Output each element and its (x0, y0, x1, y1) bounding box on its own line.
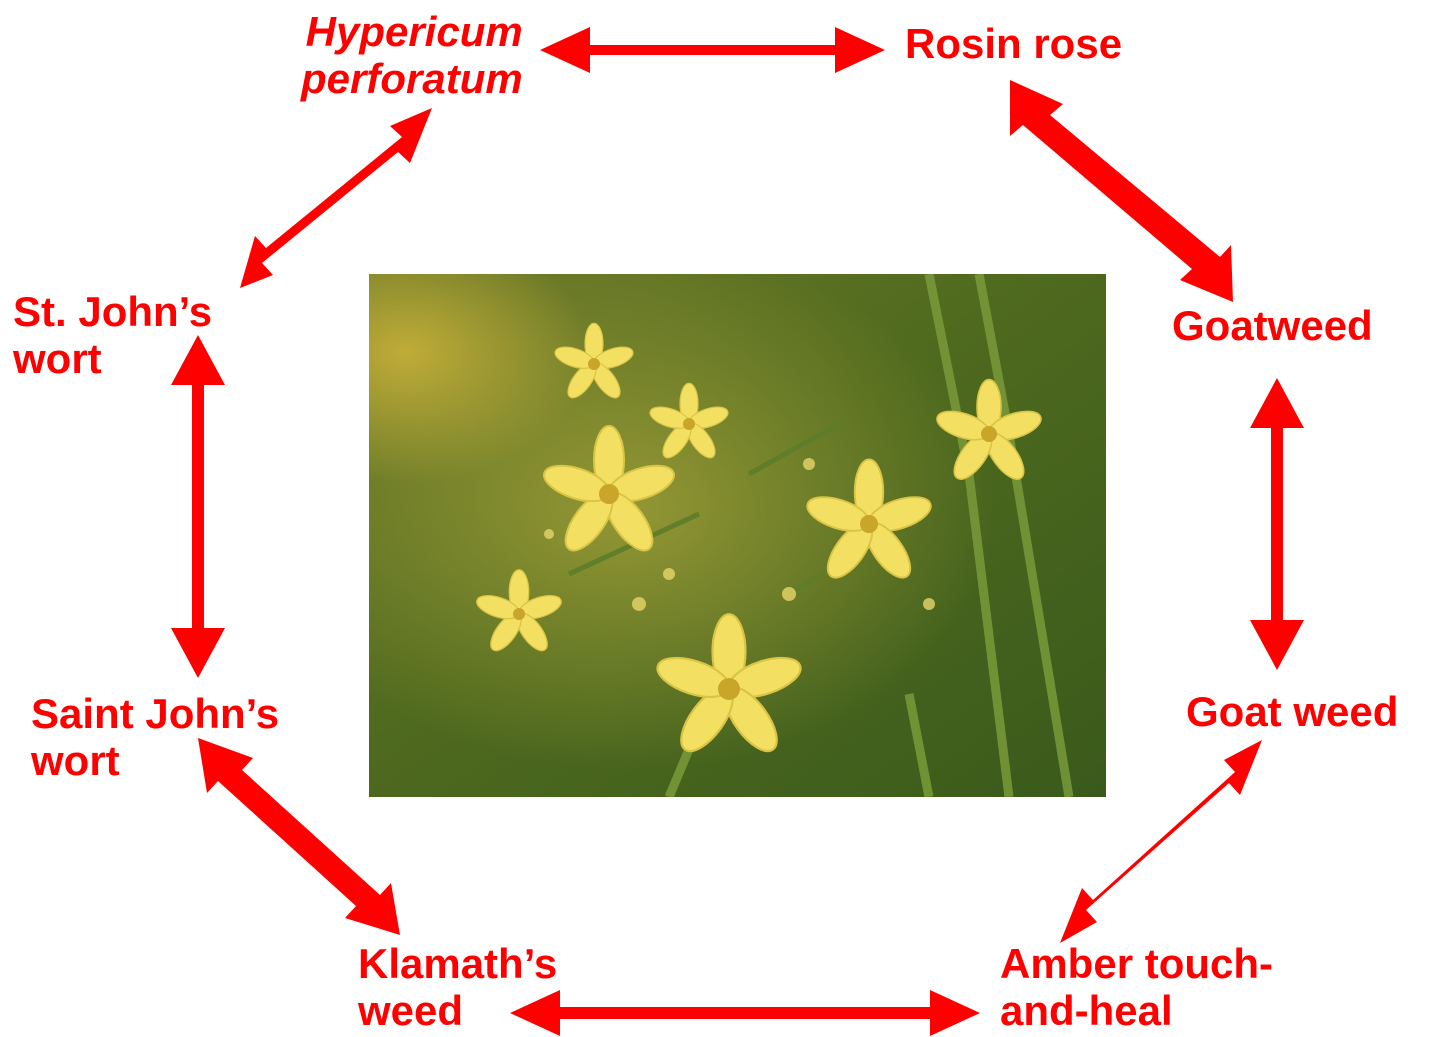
label-goatweed: Goatweed (1172, 302, 1373, 349)
label-st-johns-wort: St. John’s wort (13, 288, 212, 382)
double-arrow-icon (240, 108, 432, 288)
double-arrow-icon (1250, 378, 1304, 670)
double-arrow-icon (510, 990, 980, 1036)
label-klamaths-weed: Klamath’s weed (358, 940, 557, 1034)
label-amber-touch-and-heal: Amber touch- and-heal (1000, 940, 1273, 1034)
double-arrow-icon (171, 335, 225, 678)
label-saint-johns-wort: Saint John’s wort (31, 690, 279, 784)
double-arrow-icon (1010, 80, 1233, 302)
double-arrow-icon (1060, 740, 1262, 943)
label-goat-weed: Goat weed (1186, 688, 1398, 735)
label-rosin-rose: Rosin rose (905, 20, 1122, 67)
label-hypericum-perforatum: Hypericum perforatum (301, 8, 523, 102)
double-arrow-icon (540, 27, 885, 73)
